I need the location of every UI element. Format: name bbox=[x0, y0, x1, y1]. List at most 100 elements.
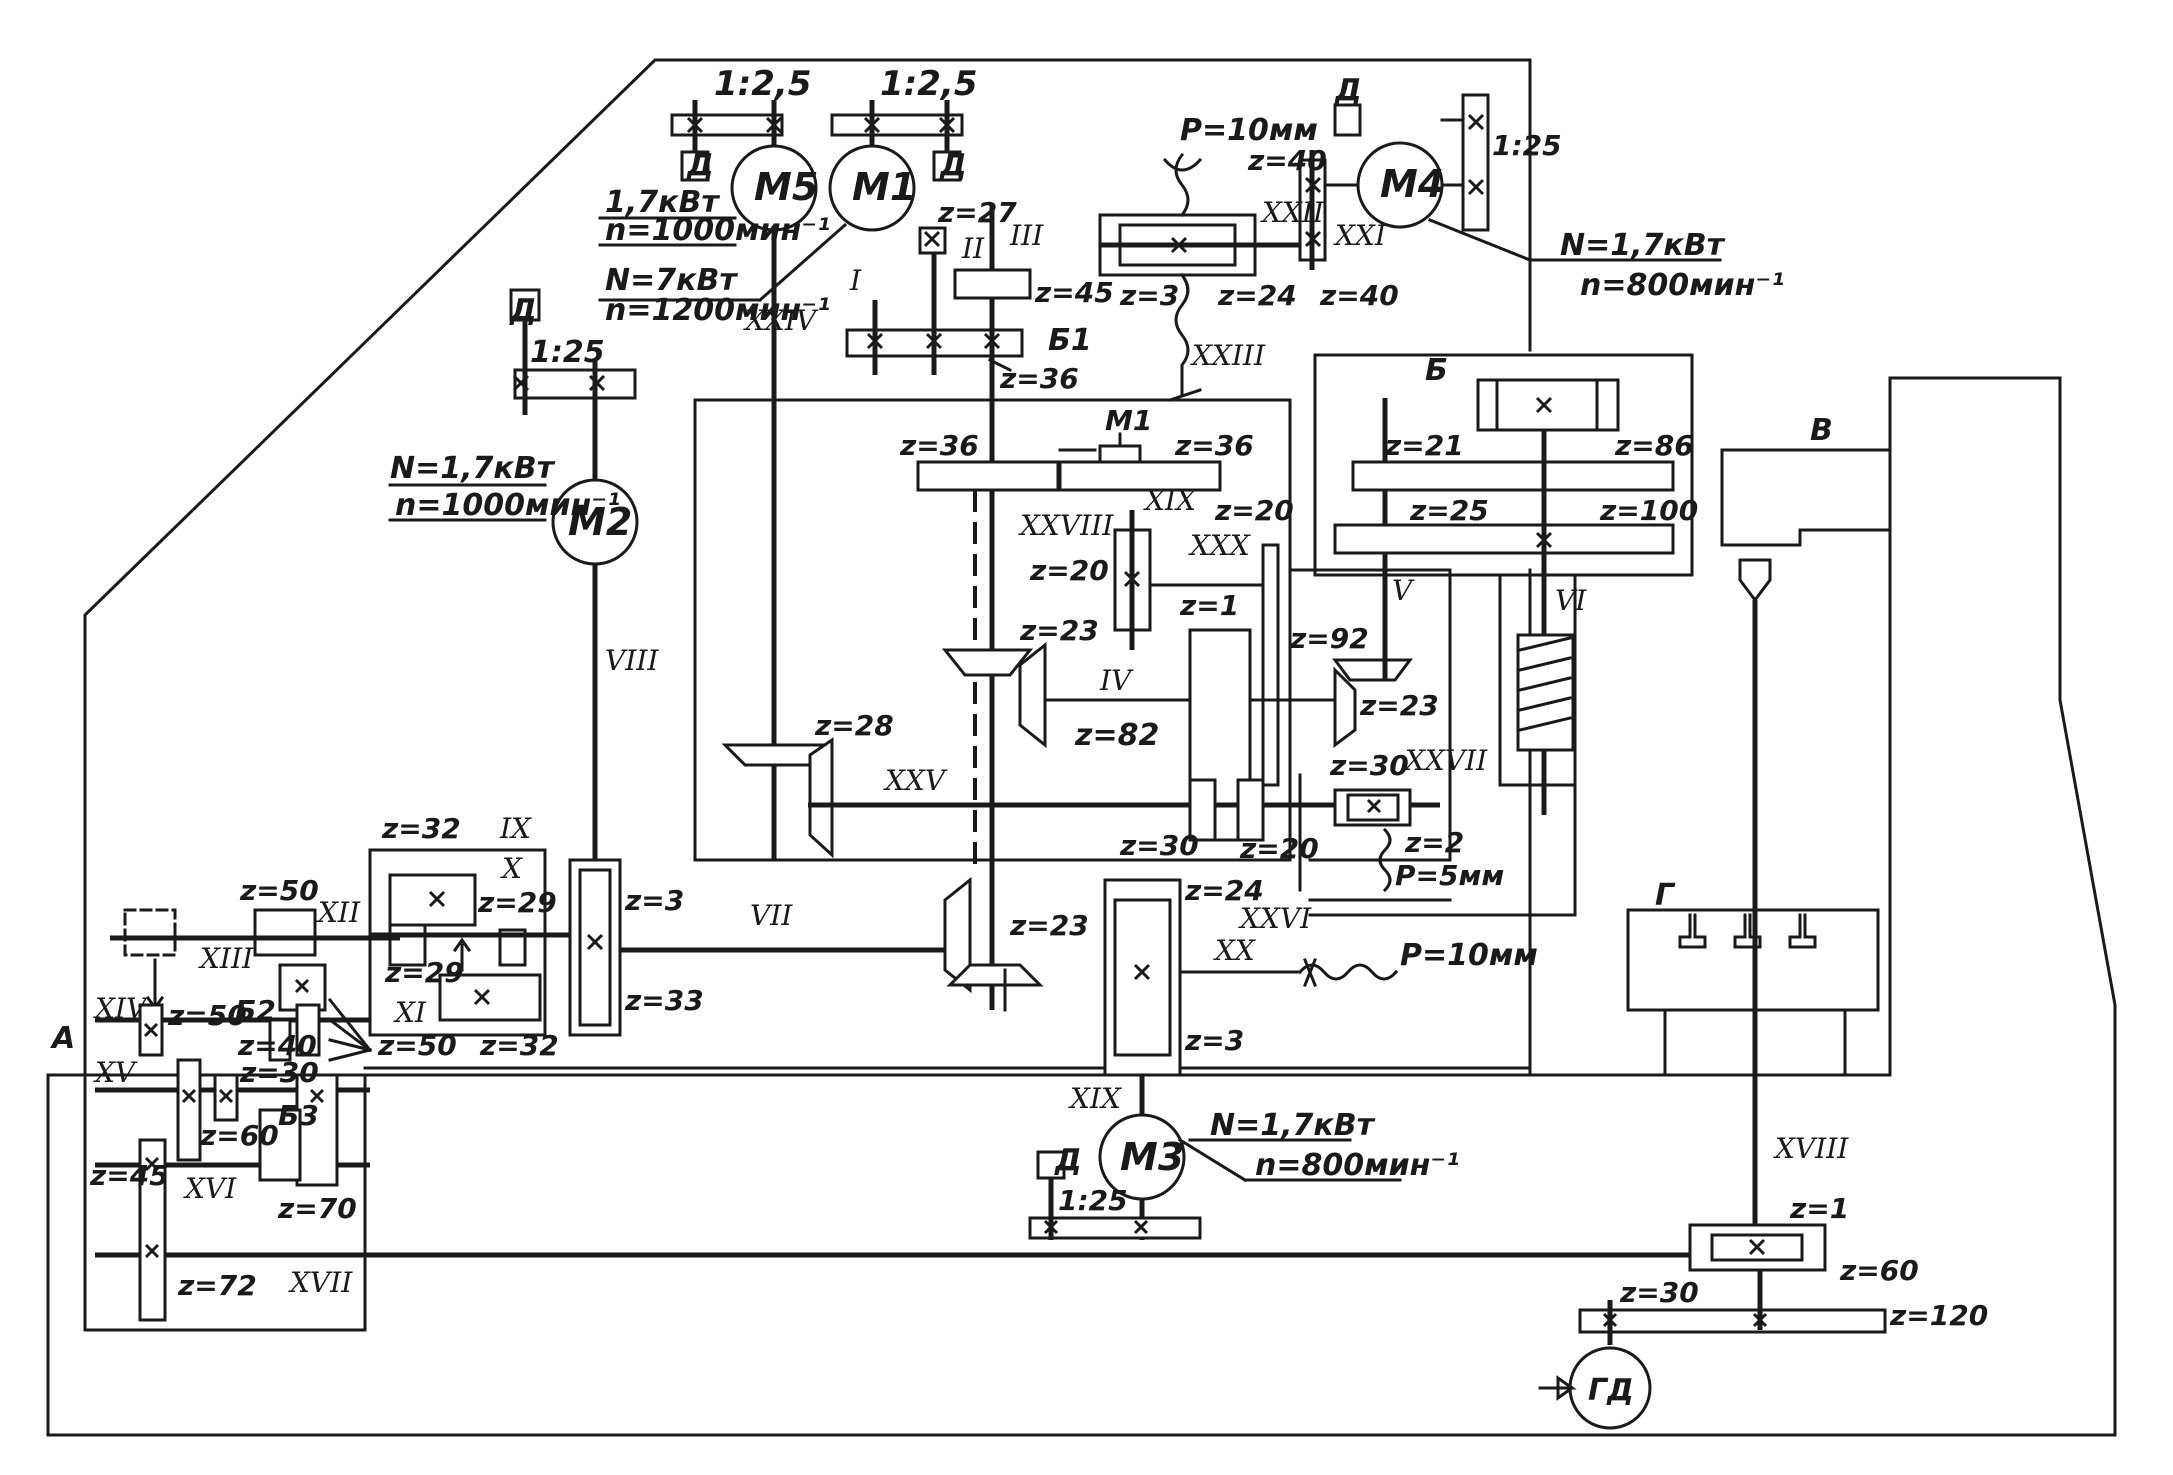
gear-z21: z=21 bbox=[1384, 429, 1464, 462]
gear-z92: z=92 bbox=[1289, 622, 1369, 655]
unit-v: В bbox=[1810, 413, 1833, 448]
gear-z20-a: z=20 bbox=[1029, 554, 1109, 587]
motor-m3 bbox=[1098, 1113, 1186, 1201]
gear-z20-c: z=20 bbox=[1239, 832, 1319, 865]
gear-z50-a: z=50 bbox=[239, 874, 319, 907]
shaft-XII: XII bbox=[316, 896, 361, 929]
gear-z70: z=70 bbox=[277, 1192, 357, 1225]
column-v bbox=[1720, 448, 1892, 1240]
unit-b3: Б3 bbox=[278, 1099, 319, 1132]
unit-b-housing bbox=[1308, 353, 1694, 917]
sensor-m4: Д bbox=[1334, 73, 1362, 108]
ratio-m3: 1:25 bbox=[1058, 1184, 1128, 1217]
gear-z30-c: z=30 bbox=[239, 1056, 319, 1089]
gear-z40-c: z=40 bbox=[237, 1029, 317, 1062]
worm-xxiii bbox=[1098, 152, 1320, 402]
gear-z28: z=28 bbox=[814, 709, 894, 742]
feed-box bbox=[95, 848, 1730, 1322]
gear-z45-a: z=45 bbox=[1034, 276, 1114, 309]
gear-z60-b: z=60 bbox=[1839, 1254, 1919, 1287]
labels: 1:2,5 1:2,5 Д Д M5 M1 1,7кВт n=1000мин⁻¹… bbox=[50, 64, 1988, 1408]
gear-z3-c: z=3 bbox=[1184, 1024, 1244, 1057]
sensor-m5: Д bbox=[686, 148, 714, 183]
gear-z3-b: z=3 bbox=[624, 884, 684, 917]
pitch-xx: P=10мм bbox=[1400, 938, 1538, 973]
gearbox-housing bbox=[693, 398, 1452, 902]
m5-power: 1,7кВт bbox=[605, 185, 720, 220]
gear-z82: z=82 bbox=[1074, 718, 1159, 753]
drive-m4 bbox=[1298, 93, 1722, 270]
shaft-XVIII: XVIII bbox=[1773, 1132, 1849, 1165]
gear-z45-b: z=45 bbox=[89, 1159, 169, 1192]
gear-z1-b: z=1 bbox=[1789, 1192, 1849, 1225]
gear-z23-a: z=23 bbox=[1019, 614, 1099, 647]
sensor-m1: Д bbox=[939, 148, 967, 183]
gear-z50-b: z=50 bbox=[167, 999, 247, 1032]
shaft-IX: IX bbox=[499, 812, 532, 845]
shaft-XIX-lower: XIX bbox=[1068, 1082, 1122, 1115]
ratio-m2: 1:25 bbox=[530, 335, 605, 370]
motor-m1 bbox=[828, 144, 916, 232]
gear-z40-a: z=40 bbox=[1247, 144, 1327, 177]
shaft-II: II bbox=[961, 232, 985, 265]
gear-z120: z=120 bbox=[1889, 1299, 1988, 1332]
gear-z27: z=27 bbox=[937, 196, 1017, 229]
shaft-XXVI: XXVI bbox=[1238, 902, 1312, 935]
gear-z32-b: z=32 bbox=[479, 1029, 559, 1062]
gear-z2: z=2 bbox=[1404, 826, 1464, 859]
gear-z36-c: z=36 bbox=[1174, 429, 1254, 462]
vertical-drive bbox=[943, 876, 1402, 1240]
m4-speed: n=800мин⁻¹ bbox=[1580, 268, 1784, 303]
m4-power: N=1,7кВт bbox=[1560, 228, 1726, 263]
gear-z86: z=86 bbox=[1614, 429, 1694, 462]
shaft-XXVIII: XXVIII bbox=[1018, 509, 1114, 542]
gear-z36-b: z=36 bbox=[899, 429, 979, 462]
gear-z33: z=33 bbox=[624, 984, 704, 1017]
gear-z20-b: z=20 bbox=[1214, 494, 1294, 527]
m2-speed: n=1000мин⁻¹ bbox=[395, 488, 620, 523]
motor-m5-label: M5 bbox=[754, 165, 818, 209]
shaft-I: I bbox=[849, 264, 862, 297]
unit-b: Б bbox=[1425, 353, 1448, 388]
motor-m3-label: M3 bbox=[1120, 1135, 1184, 1179]
shaft-XXII: XXII bbox=[1260, 196, 1325, 229]
shaft-XXIII: XXIII bbox=[1190, 339, 1266, 372]
pitch-xxvii: P=5мм bbox=[1395, 859, 1504, 892]
motor-m4-label: M4 bbox=[1380, 162, 1444, 206]
gear-z24-b: z=24 bbox=[1184, 874, 1264, 907]
ratio-m4: 1:25 bbox=[1492, 129, 1562, 162]
m5-speed: n=1000мин⁻¹ bbox=[605, 213, 830, 248]
drive-m5-m1 bbox=[598, 100, 964, 860]
shaft-VIII: VIII bbox=[605, 644, 659, 677]
gear-z30-a: z=30 bbox=[1329, 749, 1409, 782]
shaft-XXI: XXI bbox=[1333, 219, 1387, 252]
shaft-XXIV: XXIV bbox=[743, 304, 819, 337]
shaft-XIV: XIV bbox=[93, 992, 149, 1025]
shaft-XIX-upper: XIX bbox=[1143, 484, 1197, 517]
gear-z29-b: z=29 bbox=[384, 956, 464, 989]
ratio-m5: 1:2,5 bbox=[714, 64, 811, 104]
shaft-XV: XV bbox=[93, 1056, 138, 1089]
input-gearing bbox=[845, 205, 1032, 1010]
unit-b-gears bbox=[1333, 378, 1675, 815]
m1-power: N=7кВт bbox=[605, 263, 738, 298]
gear-z60-a: z=60 bbox=[199, 1119, 279, 1152]
shaft-XIII: XIII bbox=[198, 942, 254, 975]
sensor-m3: Д bbox=[1054, 1143, 1082, 1178]
shaft-XXX: XXX bbox=[1188, 529, 1251, 562]
shaft-X: X bbox=[500, 852, 523, 885]
motor-gd-label: ГД bbox=[1588, 1373, 1634, 1408]
gear-z24-a: z=24 bbox=[1217, 279, 1297, 312]
gear-z36-a: z=36 bbox=[999, 362, 1079, 395]
shaft-V: V bbox=[1392, 574, 1415, 607]
gear-z29-a: z=29 bbox=[477, 886, 557, 919]
motor-m1-label: M1 bbox=[852, 165, 916, 209]
gear-z30-b: z=30 bbox=[1119, 829, 1199, 862]
table-g bbox=[1626, 908, 1880, 1077]
unit-a: A bbox=[50, 1021, 75, 1056]
shaft-XVI: XVI bbox=[183, 1172, 237, 1205]
m3-power: N=1,7кВт bbox=[1210, 1108, 1376, 1143]
gear-z23-b: z=23 bbox=[1359, 689, 1439, 722]
shaft-XXV: XXV bbox=[883, 764, 948, 797]
